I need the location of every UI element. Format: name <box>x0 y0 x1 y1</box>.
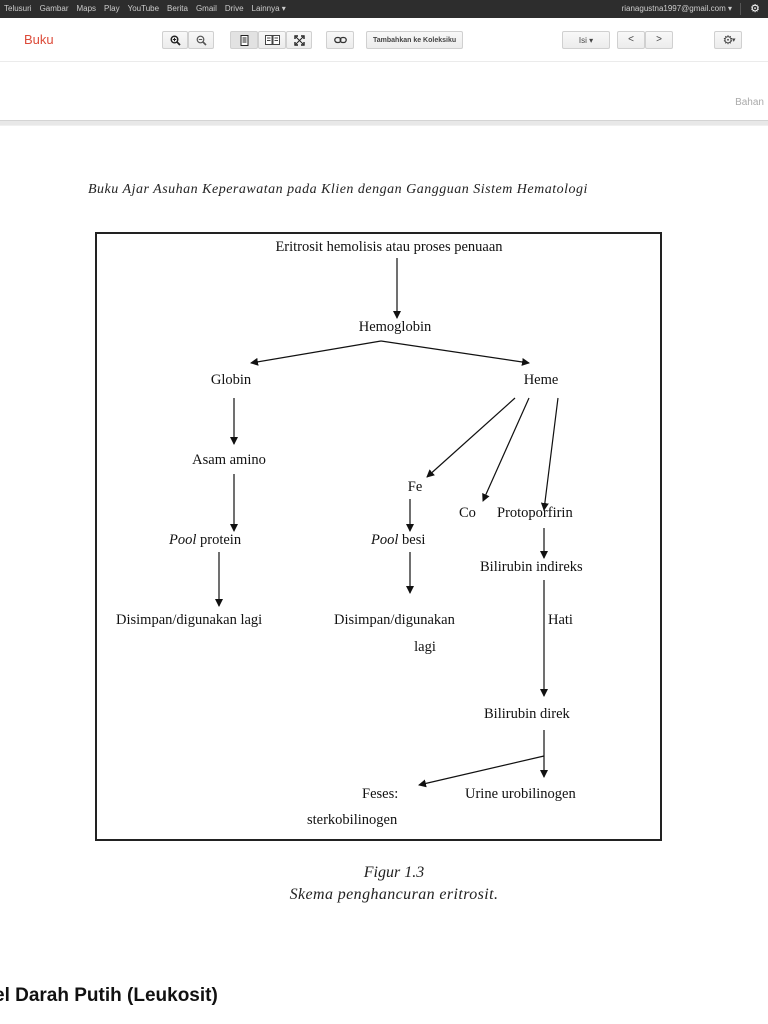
arrow-heme-proto <box>540 397 559 511</box>
node-disimpan-mid: Disimpan/digunakan <box>334 612 455 628</box>
node-hati: Hati <box>548 612 573 628</box>
gear-icon[interactable]: ⚙ <box>750 3 760 15</box>
prev-page-button[interactable]: < <box>617 31 645 49</box>
contents-dropdown[interactable]: Isi ▾ <box>562 31 610 49</box>
google-nav: Telusuri Gambar Maps Play YouTube Berita… <box>4 4 294 13</box>
page-nav-group: < > <box>617 31 673 49</box>
node-urine: Urine urobilinogen <box>465 786 576 802</box>
chevron-right-icon: > <box>656 34 662 45</box>
figure-number: Figur 1.3 <box>363 864 425 881</box>
node-hemoglobin: Hemoglobin <box>358 319 432 335</box>
arrow-heme-co <box>482 397 530 502</box>
arrow-heme-fe <box>426 397 516 478</box>
arrow-hemoglobin-globin <box>250 340 382 366</box>
link-icon <box>333 36 347 44</box>
node-feses: Feses: <box>362 786 399 802</box>
gbar-separator <box>740 3 741 15</box>
gear-icon: ⚙ <box>722 33 734 47</box>
fullscreen-icon <box>293 34 305 46</box>
link-button[interactable] <box>326 31 354 49</box>
bahan-label[interactable]: Bahan <box>735 97 764 108</box>
pool-besi-text: besi <box>398 532 426 548</box>
node-globin: Globin <box>210 372 252 388</box>
running-head: Buku Ajar Asuhan Keperawatan pada Klien … <box>88 182 588 197</box>
nav-lainnya[interactable]: Lainnya ▾ <box>251 4 286 13</box>
two-page-button[interactable] <box>258 31 286 49</box>
diagram-arrows <box>215 258 559 788</box>
node-pool-besi: Pool besi <box>371 532 425 549</box>
nav-maps[interactable]: Maps <box>76 4 97 13</box>
zoom-out-button[interactable] <box>188 31 214 49</box>
node-asam-amino: Asam amino <box>192 452 266 468</box>
settings-dropdown-caret[interactable]: ▾ <box>732 37 736 44</box>
figure-caption: Skema penghancuran eritrosit. <box>289 886 499 903</box>
section-heading: el Darah Putih (Leukosit) <box>0 985 218 1006</box>
node-heme: Heme <box>523 372 559 388</box>
node-disimpan-left: Disimpan/digunakan lagi <box>116 612 263 628</box>
pool-protein-text: protein <box>196 532 242 548</box>
node-protoporfirin: Protoporfirin <box>497 505 573 521</box>
node-co: Co <box>459 505 476 521</box>
arrow-direk-feses <box>418 755 545 788</box>
view-mode-group <box>230 31 312 49</box>
nav-telusuri[interactable]: Telusuri <box>4 4 32 13</box>
books-toolbar: Buku Tambahkan ke Koleksiku Isi ▾ < > <box>0 18 768 62</box>
pool-italic: Pool <box>169 532 197 548</box>
pool-italic: Pool <box>371 532 399 548</box>
nav-berita[interactable]: Berita <box>167 4 188 13</box>
account-menu[interactable]: rianagustna1997@gmail.com ▾ <box>621 4 732 13</box>
sub-toolbar: Bahan <box>0 62 768 120</box>
node-disimpan-mid-2: lagi <box>414 639 436 655</box>
zoom-group <box>162 31 214 49</box>
chevron-left-icon: < <box>628 34 634 45</box>
add-to-collection-button[interactable]: Tambahkan ke Koleksiku <box>366 31 464 49</box>
arrow-hemoglobin-heme <box>380 340 530 366</box>
node-root: Eritrosit hemolisis atau proses penuaan <box>275 239 503 255</box>
nav-gambar[interactable]: Gambar <box>39 4 69 13</box>
node-bilirubin-direk: Bilirubin direk <box>484 706 570 722</box>
next-page-button[interactable]: > <box>645 31 673 49</box>
node-pool-protein: Pool protein <box>169 532 241 549</box>
nav-gmail[interactable]: Gmail <box>195 4 217 13</box>
single-page-button[interactable] <box>230 31 258 49</box>
two-page-icon <box>264 35 280 45</box>
books-logo[interactable]: Buku <box>24 32 54 47</box>
node-bilirubin-indireks: Bilirubin indireks <box>480 559 583 575</box>
settings-button[interactable]: ⚙ <box>714 31 742 49</box>
zoom-out-icon <box>196 35 207 46</box>
nav-play[interactable]: Play <box>104 4 120 13</box>
google-bar: Telusuri Gambar Maps Play YouTube Berita… <box>0 0 768 18</box>
toolbar-divider <box>0 120 768 126</box>
fullscreen-button[interactable] <box>286 31 312 49</box>
zoom-in-icon <box>170 35 181 46</box>
diagram-frame: Eritrosit hemolisis atau proses penuaan … <box>95 232 662 841</box>
contents-label: Isi ▾ <box>578 35 594 45</box>
single-page-icon <box>240 34 248 46</box>
nav-drive[interactable]: Drive <box>224 4 244 13</box>
node-sterkobilinogen: sterkobilinogen <box>307 812 398 828</box>
node-fe: Fe <box>407 479 423 495</box>
zoom-in-button[interactable] <box>162 31 188 49</box>
nav-youtube[interactable]: YouTube <box>127 4 160 13</box>
